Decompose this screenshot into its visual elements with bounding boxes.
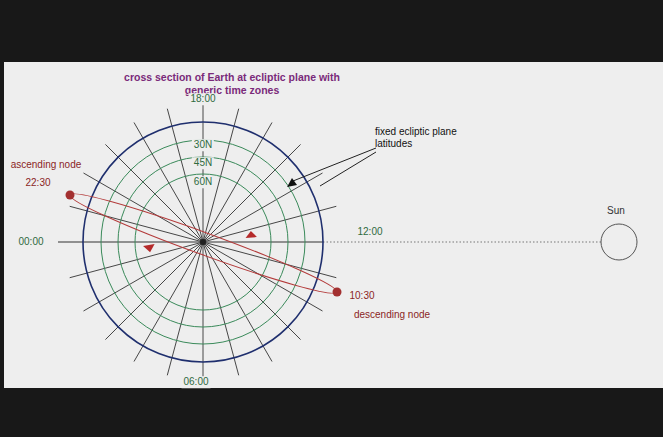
latitude-label: 60N <box>192 176 214 188</box>
node-label: descending node <box>352 309 432 321</box>
leader-arrow <box>287 178 297 187</box>
sun-label: Sun <box>605 205 627 217</box>
latitude-label: 30N <box>192 139 214 151</box>
time-zone-line <box>167 242 203 375</box>
ascending-node-dot <box>66 191 75 200</box>
latitude-label: 45N <box>192 157 214 169</box>
noon-midnight-axis <box>58 242 323 243</box>
latitude-60n-circle <box>135 174 271 310</box>
node-label: ascending node <box>9 159 84 171</box>
time-zone-line <box>203 104 204 242</box>
time-zone-line <box>203 144 301 242</box>
earth-center <box>200 239 206 245</box>
time-label: 18:00 <box>188 93 217 105</box>
time-zone-line <box>203 206 336 242</box>
time-label: 22:30 <box>23 177 52 189</box>
orbit-arrow <box>142 242 154 253</box>
time-zone-line <box>203 242 336 278</box>
time-zone-line <box>203 242 204 380</box>
earth-outline <box>83 122 323 362</box>
time-label: 10:30 <box>347 290 376 302</box>
orbit-ellipse <box>66 185 340 303</box>
title: cross section of Earth at ecliptic plane… <box>112 71 352 96</box>
time-zone-line <box>203 242 301 340</box>
time-label: 00:00 <box>16 236 45 248</box>
time-zone-line <box>105 144 203 242</box>
orbit-arrow <box>246 230 258 240</box>
time-label: 06:00 <box>181 376 210 388</box>
leader-line <box>293 148 376 181</box>
callout-note: fixed ecliptic plane latitudes <box>373 126 459 149</box>
sun-circle <box>601 224 637 260</box>
sun-line <box>323 242 601 243</box>
latitude-45n-circle <box>118 157 288 327</box>
descending-node-dot <box>333 288 342 297</box>
latitude-30n-circle <box>101 140 305 344</box>
leader-line <box>320 152 376 186</box>
time-label: 12:00 <box>355 226 384 238</box>
time-zone-line <box>203 242 239 375</box>
time-zone-line <box>105 242 203 340</box>
